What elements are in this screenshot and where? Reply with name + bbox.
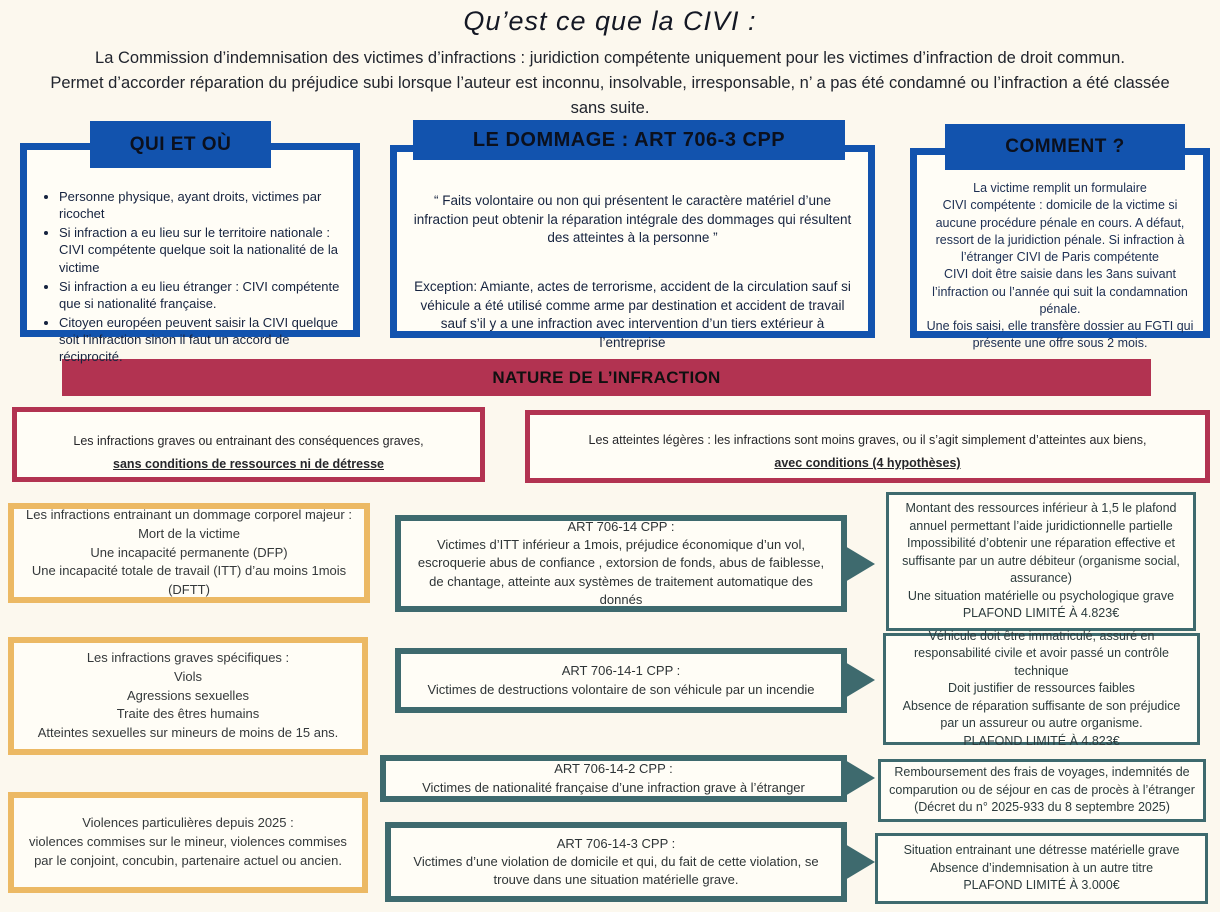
grave-box-violences-particulieres: Violences particulières depuis 2025 : vi… xyxy=(8,792,368,893)
article-box-706-14: ART 706-14 CPP : Victimes d’ITT inférieu… xyxy=(395,515,847,612)
article-title: ART 706-14-1 CPP : xyxy=(561,663,681,679)
nature-infraction-banner: NATURE DE L’INFRACTION xyxy=(62,359,1151,396)
page-title: Qu’est ce que la CIVI : xyxy=(463,6,757,36)
line: Viols xyxy=(174,668,202,684)
comment-line: Une fois saisi, elle transfère dossier a… xyxy=(926,319,1194,351)
condition-box-706-14-2: Remboursement des frais de voyages, inde… xyxy=(878,759,1206,822)
line: PLAFOND LIMITÉ À 4.823€ xyxy=(963,733,1120,748)
line: Situation entrainant une détresse matéri… xyxy=(903,843,1180,858)
article-box-706-14-2: ART 706-14-2 CPP : Victimes de nationali… xyxy=(380,755,847,802)
line: Impossibilité d’obtenir une réparation e… xyxy=(902,536,1180,586)
line: Traite des êtres humains xyxy=(116,706,260,722)
branch-legeres-box: Les atteintes légères : les infractions … xyxy=(525,410,1210,483)
line: Atteintes sexuelles sur mineurs de moins… xyxy=(37,725,339,741)
line: Violences particulières depuis 2025 : xyxy=(82,815,294,831)
article-body: Victimes de nationalité française d’une … xyxy=(422,779,805,795)
qui-et-ou-header: QUI ET OÙ xyxy=(90,121,271,168)
comment-box: La victime remplit un formulaire CIVI co… xyxy=(910,148,1210,350)
article-title: ART 706-14 CPP : xyxy=(567,519,675,535)
article-box-706-14-3: ART 706-14-3 CPP : Victimes d’une violat… xyxy=(385,822,847,902)
qui-et-ou-box: Personne physique, ayant droits, victime… xyxy=(20,143,360,364)
dommage-quote: “ Faits volontaire ou non qui présentent… xyxy=(413,193,852,246)
grave-box-dommage-corporel: Les infractions entrainant un dommage co… xyxy=(8,503,370,603)
article-body: Victimes d’une violation de domicile et … xyxy=(413,853,819,888)
line: (Décret du n° 2025-933 du 8 septembre 20… xyxy=(914,800,1170,815)
subtitle-line-2: Permet d’accorder réparation du préjudic… xyxy=(50,73,1170,117)
arrow-right-icon xyxy=(845,546,875,582)
branch-graves-emphasis: sans conditions de ressources ni de détr… xyxy=(113,457,384,472)
line: Une incapacité permanente (DFP) xyxy=(90,544,288,560)
branch-legeres-emphasis: avec conditions (4 hypothèses) xyxy=(774,456,961,471)
comment-line: CIVI doit être saisie dans les 3ans suiv… xyxy=(932,267,1188,316)
comment-body: La victime remplit un formulaire CIVI co… xyxy=(925,180,1195,353)
article-body: Victimes de destructions volontaire de s… xyxy=(427,681,815,697)
qui-et-ou-bullet-list: Personne physique, ayant droits, victime… xyxy=(59,188,343,366)
subtitle-line-1: La Commission d’indemnisation des victim… xyxy=(95,49,1125,67)
bullet-item: Si infraction a eu lieu étranger : CIVI … xyxy=(59,278,343,312)
comment-line: CIVI compétente : domicile de la victime… xyxy=(935,198,1185,264)
line: Montant des ressources inférieur à 1,5 l… xyxy=(905,501,1177,533)
condition-box-706-14-1: Véhicule doit être immatriculé, assuré e… xyxy=(883,629,1200,748)
article-title: ART 706-14-2 CPP : xyxy=(554,761,673,777)
line: PLAFOND LIMITÉ À 4.823€ xyxy=(962,606,1120,621)
page-subtitle: La Commission d’indemnisation des victim… xyxy=(35,46,1185,120)
comment-line: La victime remplit un formulaire xyxy=(973,181,1147,195)
arrow-right-icon xyxy=(845,844,875,880)
grave-box-infractions-specifiques: Les infractions graves spécifiques : Vio… xyxy=(8,637,368,755)
article-title: ART 706-14-3 CPP : xyxy=(556,835,676,851)
line: Mort de la victime xyxy=(138,525,240,541)
condition-box-706-14: Montant des ressources inférieur à 1,5 l… xyxy=(886,492,1196,631)
line: Véhicule doit être immatriculé, assuré e… xyxy=(914,628,1169,678)
line: Une incapacité totale de travail (ITT) d… xyxy=(31,563,347,598)
dommage-body: “ Faits volontaire ou non qui présentent… xyxy=(411,192,854,352)
line: Agressions sexuelles xyxy=(126,687,250,703)
arrow-right-icon xyxy=(845,662,875,698)
article-body: Victimes d’ITT inférieur a 1mois, préjud… xyxy=(417,537,825,607)
line: Absence de réparation suffisante de son … xyxy=(902,698,1181,731)
line: Une situation matérielle ou psychologiqu… xyxy=(907,588,1175,603)
comment-header: COMMENT ? xyxy=(945,124,1185,170)
bullet-item: Personne physique, ayant droits, victime… xyxy=(59,188,343,222)
article-box-706-14-1: ART 706-14-1 CPP : Victimes de destructi… xyxy=(395,648,847,713)
bullet-item: Si infraction a eu lieu sur le territoir… xyxy=(59,224,343,275)
dommage-box: “ Faits volontaire ou non qui présentent… xyxy=(390,145,875,350)
line: violences commises sur le mineur, violen… xyxy=(29,834,347,868)
dommage-exception: Exception: Amiante, actes de terrorisme,… xyxy=(414,278,851,350)
branch-legeres-intro: Les atteintes légères : les infractions … xyxy=(588,433,1147,447)
line: Les infractions entrainant un dommage co… xyxy=(26,506,352,522)
arrow-right-icon xyxy=(845,760,875,796)
condition-box-706-14-3: Situation entrainant une détresse matéri… xyxy=(875,833,1208,904)
branch-graves-box: Les infractions graves ou entrainant des… xyxy=(12,407,485,482)
line: Les infractions graves spécifiques : xyxy=(86,649,290,665)
branch-graves-intro: Les infractions graves ou entrainant des… xyxy=(73,434,424,448)
bullet-item: Citoyen européen peuvent saisir la CIVI … xyxy=(59,314,343,365)
line: Absence d’indemnisation à un autre titre xyxy=(929,860,1154,875)
dommage-header: LE DOMMAGE : ART 706-3 CPP xyxy=(413,120,845,160)
line: Doit justifier de ressources faibles xyxy=(948,681,1135,696)
line: Remboursement des frais de voyages, inde… xyxy=(889,765,1195,797)
line: PLAFOND LIMITÉ À 3.000€ xyxy=(963,878,1120,893)
